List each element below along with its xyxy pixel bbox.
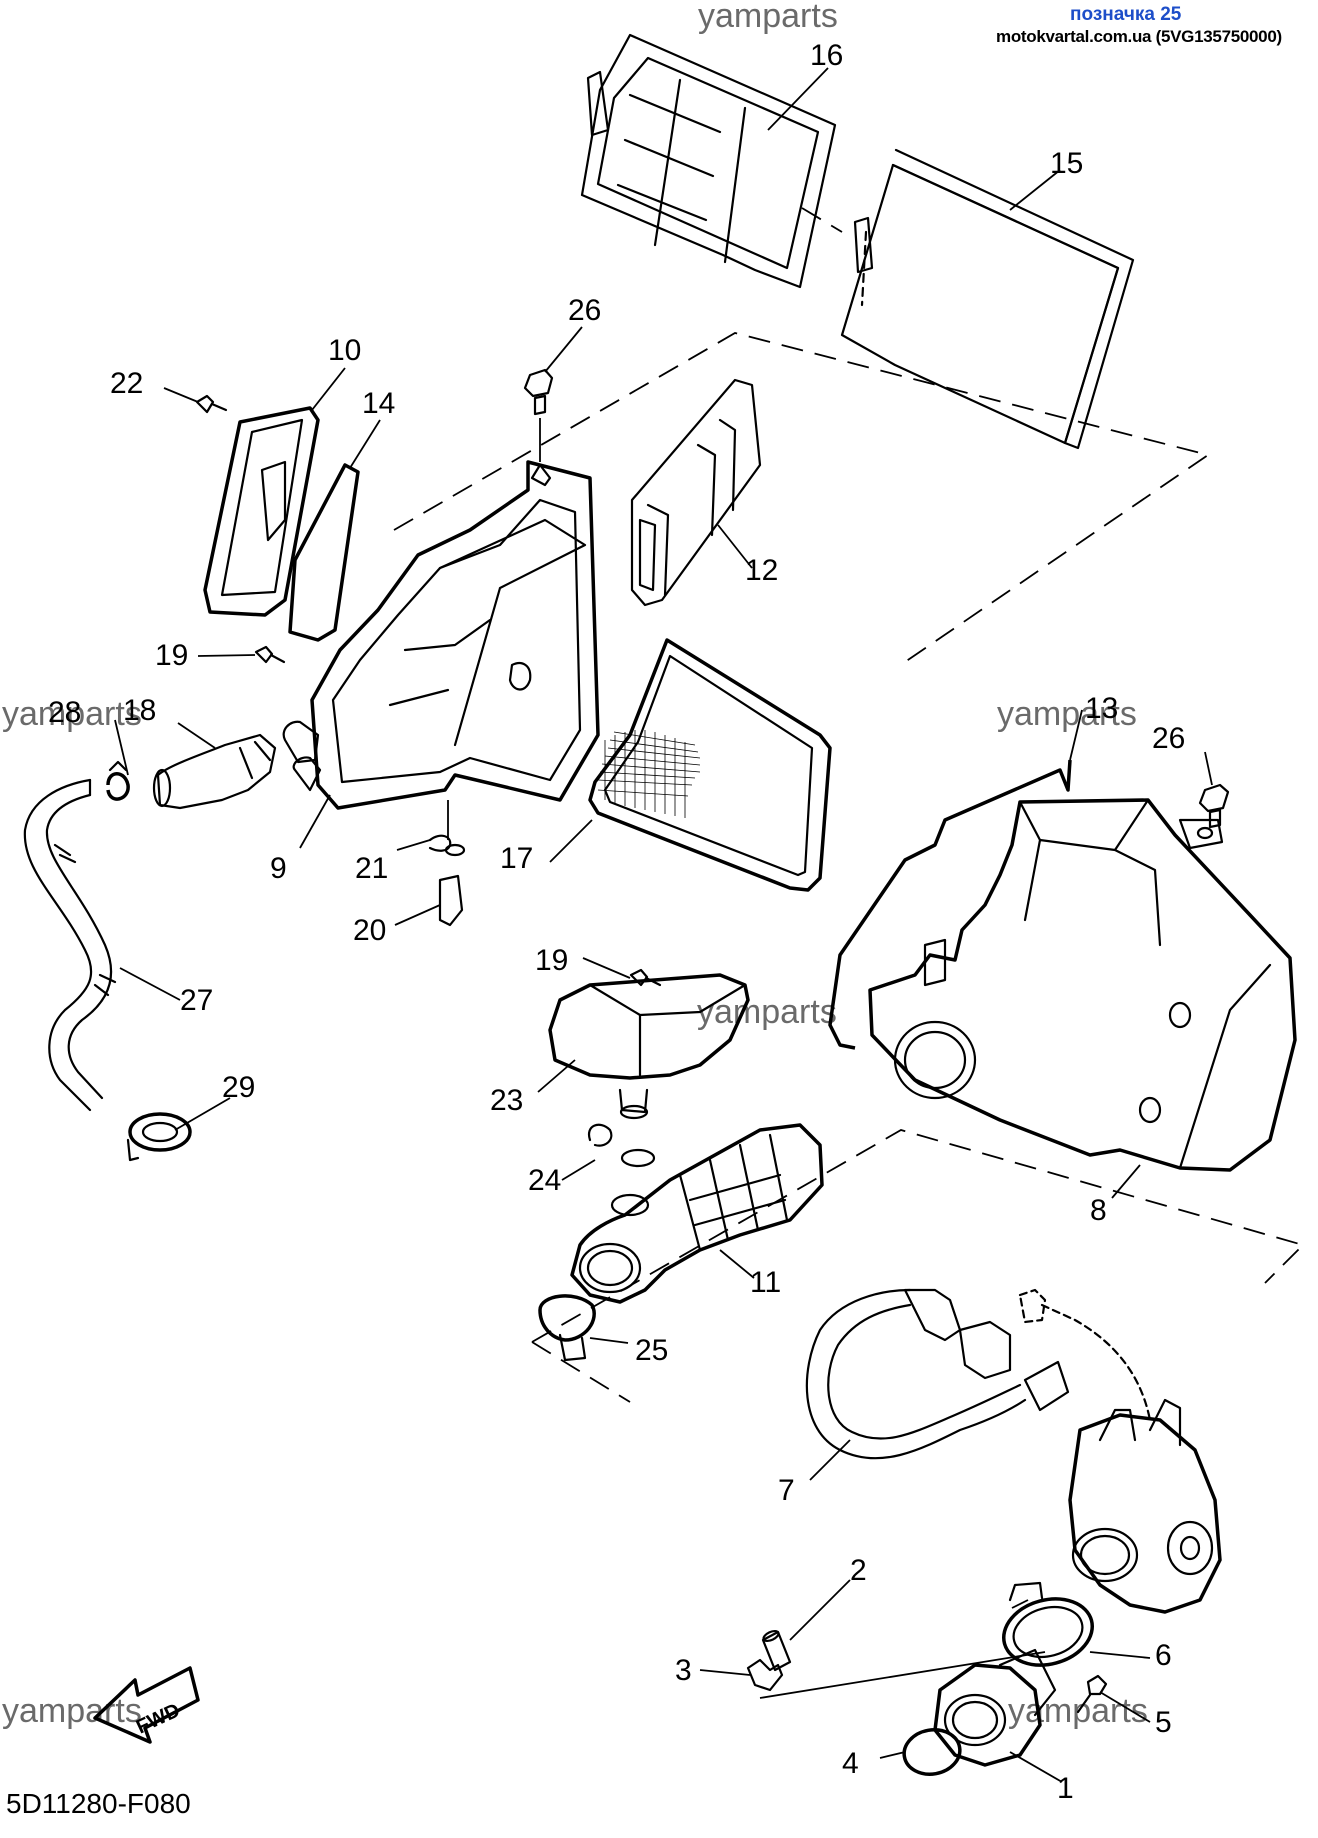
part-23-duct	[548, 973, 750, 1120]
label-part-17: 17	[500, 842, 533, 875]
dashed-outline-bottom	[531, 1129, 1305, 1403]
label-part-20: 20	[353, 914, 386, 947]
part-28-clamp	[106, 760, 130, 801]
label-part-15: 15	[1050, 147, 1083, 180]
label-part-26-right: 26	[1152, 722, 1185, 755]
label-part-3: 3	[675, 1654, 692, 1687]
part-13-seal	[828, 759, 1072, 1050]
watermark-right: yamparts	[997, 695, 1137, 733]
part-26-bolt-top	[523, 368, 554, 462]
watermark-center: yamparts	[697, 993, 837, 1031]
label-part-13: 13	[1085, 692, 1118, 725]
label-part-29: 29	[222, 1071, 255, 1104]
part-29-clamp	[126, 1112, 192, 1162]
label-part-11: 11	[750, 1266, 781, 1299]
dashed-filter-link	[801, 207, 843, 233]
label-part-14: 14	[362, 387, 395, 420]
part-12-upper-duct	[630, 378, 762, 607]
label-part-4: 4	[842, 1747, 859, 1780]
label-part-19-center: 19	[535, 944, 568, 977]
label-part-23: 23	[490, 1084, 523, 1117]
part-labels: 1 2 3 4 5 6 7 8 9 10 11 12 13 14 15 16 1…	[48, 39, 1185, 1805]
dashed-outline-top	[393, 332, 1211, 663]
watermark-left: yamparts	[2, 695, 142, 733]
label-part-12: 12	[745, 554, 778, 587]
part-6-clamp	[1002, 1581, 1094, 1667]
label-part-27: 27	[180, 984, 213, 1017]
label-part-24: 24	[528, 1164, 561, 1197]
label-part-26-top: 26	[568, 294, 601, 327]
label-part-19-left: 19	[155, 639, 188, 672]
label-part-28: 28	[48, 696, 81, 729]
part-16-filter-frame	[580, 33, 837, 289]
part-26-bolt-right	[1198, 783, 1230, 829]
part-27-hose	[23, 778, 117, 1112]
dashed-link-5	[1011, 1599, 1029, 1609]
label-part-5: 5	[1155, 1706, 1172, 1739]
part-10-cover	[203, 406, 320, 617]
label-part-2: 2	[850, 1554, 867, 1587]
part-22-screw	[195, 394, 228, 414]
label-part-9: 9	[270, 852, 287, 885]
label-part-18: 18	[123, 694, 156, 727]
part-19-screw-left	[254, 645, 286, 664]
part-7-wiring-harness	[805, 1288, 1070, 1460]
label-part-6: 6	[1155, 1639, 1172, 1672]
label-part-16: 16	[810, 39, 843, 72]
diagram-code: 5D11280-F080	[6, 1788, 191, 1819]
fwd-arrow: FWD	[93, 1666, 200, 1744]
part-18-joint	[152, 733, 277, 810]
label-part-22: 22	[110, 367, 143, 400]
label-part-25: 25	[635, 1334, 668, 1367]
part-20-plug	[438, 874, 464, 927]
part-9-airbox-case	[282, 460, 600, 810]
part-5-screw	[1076, 1674, 1108, 1714]
part-14-gasket	[288, 463, 360, 642]
part-11-intake-duct	[570, 1123, 824, 1304]
label-part-1: 1	[1057, 1772, 1074, 1805]
part-8-airbox-body	[868, 798, 1297, 1172]
throttle-body	[1018, 1288, 1222, 1614]
watermark-bottom-left: yamparts	[2, 1692, 142, 1730]
part-3-clip	[746, 1658, 784, 1692]
part-25-clamp	[538, 1294, 596, 1362]
part-4-o-ring	[902, 1728, 962, 1776]
part-2-cap	[761, 1629, 792, 1672]
leader-lines	[114, 67, 1213, 1783]
part-15-filter-element	[840, 148, 1135, 450]
part-17-element-gasket	[588, 638, 832, 892]
label-part-21: 21	[355, 852, 388, 885]
part-1-joint	[933, 1648, 1057, 1767]
label-part-7: 7	[778, 1474, 795, 1507]
header-title: позначка 25	[1070, 4, 1182, 25]
part-24-clip	[587, 1123, 656, 1168]
watermark-top: yamparts	[698, 0, 838, 35]
label-part-10: 10	[328, 334, 361, 367]
header-source: motokvartal.com.ua (5VG135750000)	[996, 27, 1282, 46]
part-21-clip	[428, 800, 466, 857]
label-part-8: 8	[1090, 1194, 1107, 1227]
